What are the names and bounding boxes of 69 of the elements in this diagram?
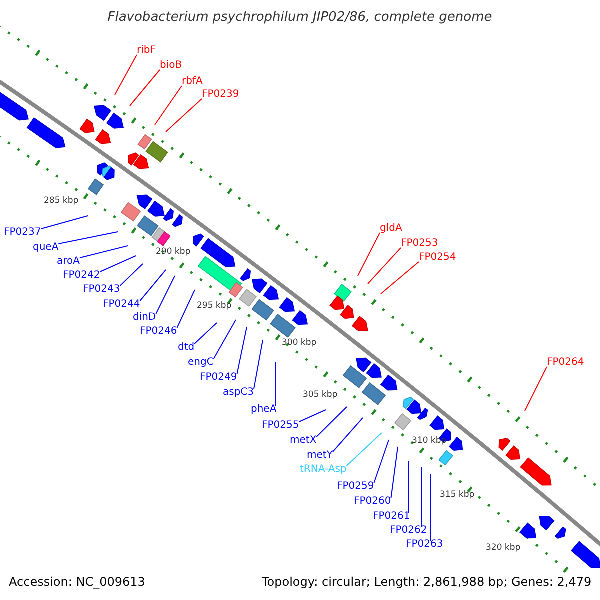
leader-line <box>114 54 138 96</box>
footer-text: Topology: circular; Length: 2,861,988 bp; Genes: 2,479 <box>262 575 592 589</box>
leader-line <box>524 366 548 412</box>
leader-line <box>408 460 410 514</box>
gene-label: gldA <box>380 223 402 235</box>
leader-line <box>130 70 160 106</box>
gene-label: bioB <box>160 60 182 72</box>
gene-label: dtd <box>178 342 195 354</box>
gene-label: FP0242 <box>63 270 100 282</box>
leader-line <box>368 248 402 284</box>
gene-label: FP0262 <box>390 525 428 537</box>
gene-label: FP0263 <box>406 539 444 551</box>
scale-label: 285 kbp <box>44 196 79 206</box>
gene-label: FP0244 <box>103 299 140 311</box>
leader-line <box>120 264 144 286</box>
scale-label: 310 kbp <box>412 436 447 446</box>
scale-label: 295 kbp <box>197 301 232 311</box>
leader-line <box>213 320 236 360</box>
leader-line <box>79 246 128 258</box>
scale-label: 320 kbp <box>486 543 521 553</box>
gene-label: aroA <box>57 256 80 268</box>
gene-label: FP0254 <box>419 252 456 264</box>
gene-label: metX <box>290 435 317 447</box>
gene-label: ribF <box>137 45 156 57</box>
leader-line <box>156 276 176 314</box>
scale-label: 290 kbp <box>156 247 191 257</box>
leader-line <box>236 326 248 374</box>
footer-text: Accession: NC_009613 <box>9 575 146 589</box>
gene-label: FP0237 <box>4 227 42 239</box>
scale-label: 315 kbp <box>440 490 475 500</box>
leader-line <box>346 432 382 466</box>
leader-line <box>100 256 136 272</box>
gene-label: FP0264 <box>547 357 584 369</box>
leader-line <box>332 418 364 452</box>
scale-label: 300 kbp <box>282 338 317 348</box>
gene-label: aspC3 <box>223 387 254 399</box>
gene-label: FP0255 <box>262 420 300 432</box>
leader-line <box>316 406 348 438</box>
leader-line <box>358 232 380 276</box>
gene-label: pheA <box>251 404 277 416</box>
gene-label: FP0239 <box>202 89 240 101</box>
leader-line <box>374 440 390 484</box>
leader-line <box>140 270 166 302</box>
gene-label: FP0253 <box>401 238 438 250</box>
gene-label: FP0259 <box>337 481 374 493</box>
leader-line <box>254 340 264 390</box>
leader-line <box>176 290 196 328</box>
gene-label: engC <box>188 357 214 369</box>
leader-line <box>166 98 202 132</box>
gene-label: FP0260 <box>354 496 392 508</box>
leader-line <box>194 322 218 344</box>
gene-label: tRNA-Asp <box>300 464 347 476</box>
leader-line <box>40 216 88 230</box>
leader-line <box>298 410 326 422</box>
gene-label: FP0246 <box>140 326 178 338</box>
gene-label: metY <box>307 450 333 462</box>
gene-label: FP0243 <box>83 284 120 296</box>
gene-label: dinD <box>133 312 156 324</box>
leader-line <box>430 474 432 542</box>
gene-label: queA <box>33 242 59 254</box>
leader-line <box>154 86 182 126</box>
scale-label: 305 kbp <box>303 390 338 400</box>
leader-line <box>380 262 420 294</box>
leader-line <box>390 446 398 498</box>
leader-line <box>58 232 118 244</box>
gene-label: rbfA <box>182 76 203 88</box>
gene-label: FP0249 <box>200 372 238 384</box>
gene-label: FP0261 <box>373 511 410 523</box>
diagram-title: Flavobacterium psychrophilum JIP02/86, complete genome <box>106 10 494 25</box>
